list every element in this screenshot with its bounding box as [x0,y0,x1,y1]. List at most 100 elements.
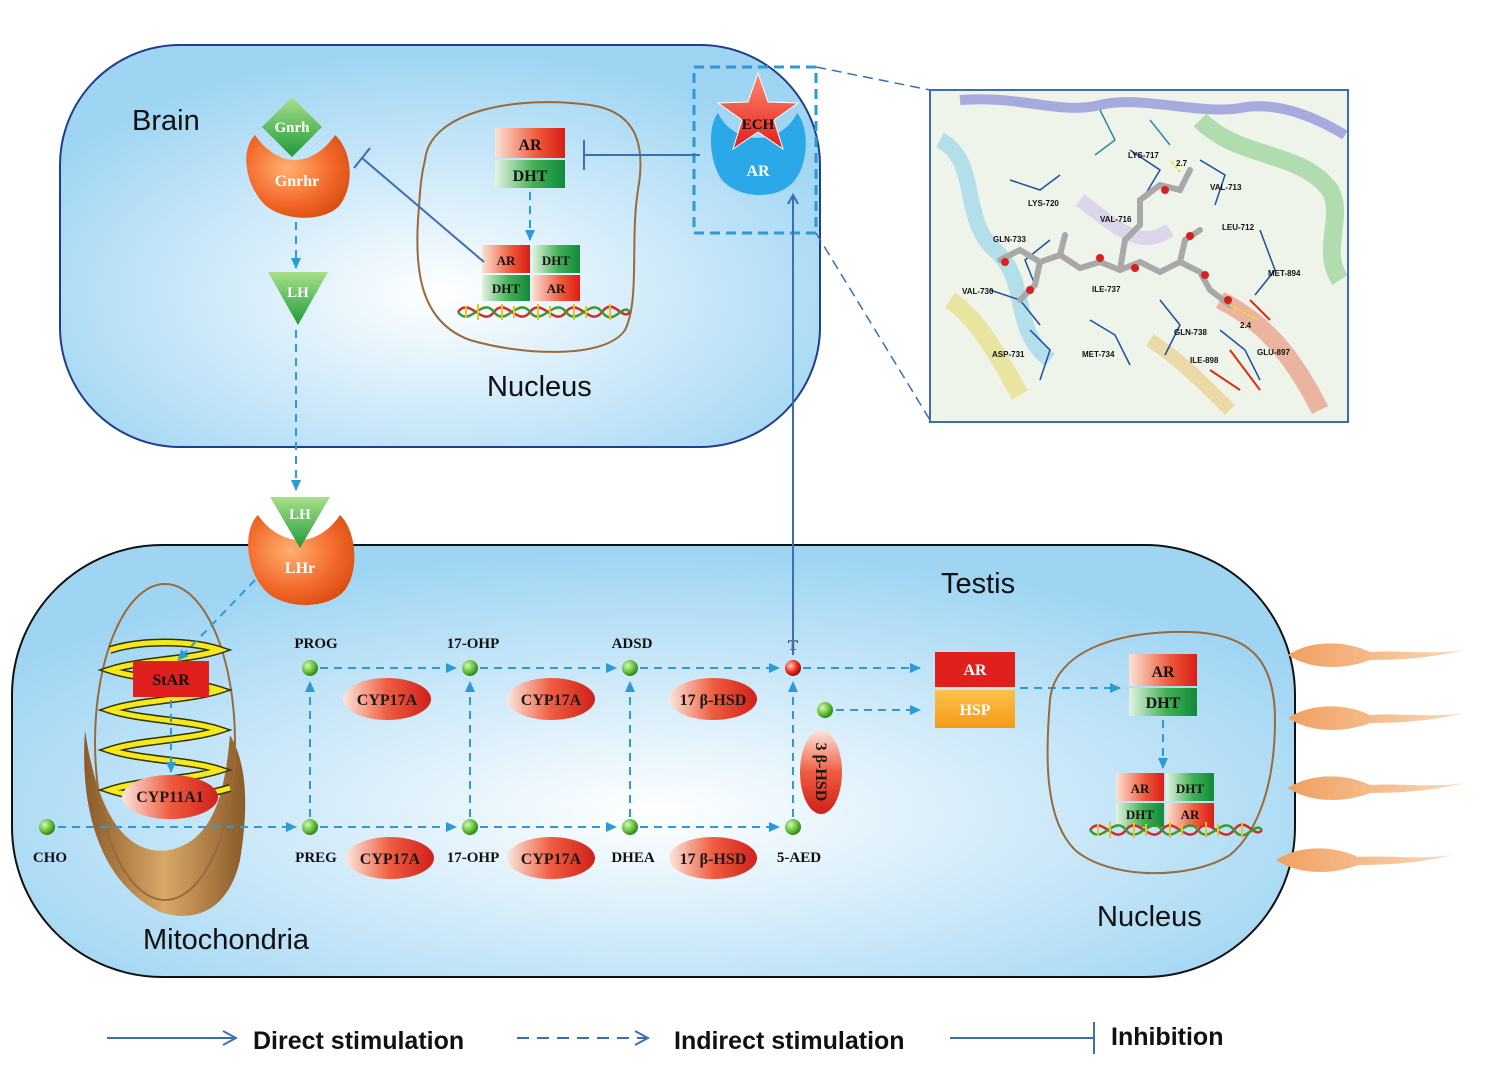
lh-label-brain: LH [287,285,309,301]
residue-met894: MET-894 [1268,269,1301,278]
enzyme-3bhsd [800,730,842,814]
node-17ohp-bottom [462,819,478,835]
dht-dna-testis-2-label: DHT [1126,807,1155,822]
ar-block-testis-nucleus [1129,654,1197,686]
ar-block-brain [495,128,565,158]
residue-leu712: LEU-712 [1222,223,1255,232]
ar-dna-brain-1-label: AR [497,253,516,268]
lhr-receptor [248,515,355,606]
ar-dna-testis-1 [1116,773,1164,801]
enzyme-17bhsd-top [669,678,757,720]
node-adsd [622,660,638,676]
residue-val716: VAL-716 [1100,215,1132,224]
hsp-label: HSP [959,702,990,719]
residue-asp731: ASP-731 [992,350,1025,359]
ar-dna-brain-2 [532,275,580,301]
gnrhr-receptor [246,135,350,218]
enzyme-3bhsd-label: 3 β-HSD [812,743,829,802]
dht-dna-brain-1-label: DHT [542,253,571,268]
label-prog: PROG [294,636,338,652]
inhibition-nucleus-gnrhr-bar [353,147,371,169]
residue-val730: VAL-730 [962,287,994,296]
ech-star [716,71,800,151]
dht-block-testis-nucleus [1129,688,1197,716]
gnrh-label: Gnrh [274,120,310,136]
lh-triangle-brain [268,272,328,325]
ar-dna-brain-1 [482,245,530,273]
label-cho: CHO [33,850,67,866]
residue-ile737: ILE-737 [1092,285,1121,294]
mitochondria-label: Mitochondria [143,924,310,956]
dht-dna-testis-1-label: DHT [1176,781,1205,796]
legend-indirect-label: Indirect stimulation [674,1027,905,1055]
cyp11a1-label: CYP11A1 [136,789,204,806]
docking-inset: LYS-717 2.7 VAL-713 LYS-720 VAL-716 LEU-… [929,89,1349,423]
zoom-line-bottom [815,232,931,421]
ech-label: ECH [742,117,775,133]
dht-dna-testis-2 [1116,803,1164,827]
ar-receptor-ech [710,113,806,195]
residue-gln733: GLN-733 [993,235,1026,244]
label-dhea: DHEA [611,850,655,866]
enzyme-cyp17a-top-2 [507,678,595,720]
residue-dist-27: 2.7 [1176,159,1188,168]
ar-label-brain: AR [518,137,542,154]
gnrh-diamond [262,97,322,157]
node-dhea [622,819,638,835]
node-17ohp-top [462,660,478,676]
dht-label-testis-nucleus: DHT [1146,695,1181,712]
brain-nucleus-label: Nucleus [487,371,592,403]
label-5aed: 5-AED [777,850,821,866]
node-t [785,660,801,676]
brain-nucleus [416,101,642,353]
residue-lys717: LYS-717 [1128,151,1159,160]
brain-label: Brain [132,105,200,137]
residue-gln738: GLN-738 [1174,328,1207,337]
ar-label-testis-nucleus: AR [1151,664,1175,681]
enzyme-cyp17a-top-1 [343,678,431,720]
enzyme-17bhsd-top-label: 17 β-HSD [680,692,747,709]
legend-direct-label: Direct stimulation [253,1027,464,1055]
hsp-block [935,690,1015,728]
arrow-lhr-star [177,579,256,661]
enzyme-cyp17a-bottom-1-label: CYP17A [360,851,421,868]
dht-label-brain: DHT [513,168,548,185]
enzyme-17bhsd-bottom [669,837,757,879]
residue-ile898: ILE-898 [1190,356,1219,365]
label-17ohp-bottom: 17-OHP [447,850,500,866]
ar-label-testis: AR [963,662,987,679]
cyp11a1-enzyme [122,775,218,819]
star-label: StAR [152,672,190,689]
enzyme-17bhsd-bottom-label: 17 β-HSD [680,851,747,868]
node-5aed [785,819,801,835]
dna-helix-brain [457,304,631,320]
node-cho [39,819,55,835]
enzyme-cyp17a-top-2-label: CYP17A [521,692,582,709]
testis-nucleus [1046,630,1277,875]
dht-block-brain [495,160,565,188]
dna-helix-testis [1089,822,1263,838]
residue-glu897: GLU-897 [1257,348,1290,357]
residue-met734: MET-734 [1082,350,1115,359]
lh-triangle-testis [270,497,330,548]
dht-dna-brain-1 [532,245,580,273]
legend-inhibition-label: Inhibition [1111,1023,1223,1051]
enzyme-cyp17a-bottom-2 [507,837,595,879]
enzyme-cyp17a-bottom-2-label: CYP17A [521,851,582,868]
residue-dist-24: 2.4 [1240,321,1252,330]
lh-label-testis: LH [289,507,311,523]
ar-label-ech: AR [746,163,770,180]
dht-dna-brain-2-label: DHT [492,281,521,296]
label-17ohp-top: 17-OHP [447,636,500,652]
star-block [133,661,209,697]
inhibition-nucleus-gnrhr [361,157,485,263]
label-preg: PREG [295,850,337,866]
gnrhr-label: Gnrhr [275,173,319,190]
ar-dna-testis-1-label: AR [1131,781,1150,796]
enzyme-cyp17a-bottom-1 [346,837,434,879]
sperm-cells [1276,643,1465,872]
dht-dna-brain-2 [482,275,530,301]
residue-val713: VAL-713 [1210,183,1242,192]
ar-dna-brain-2-label: AR [547,281,566,296]
testis-nucleus-label: Nucleus [1097,901,1202,933]
